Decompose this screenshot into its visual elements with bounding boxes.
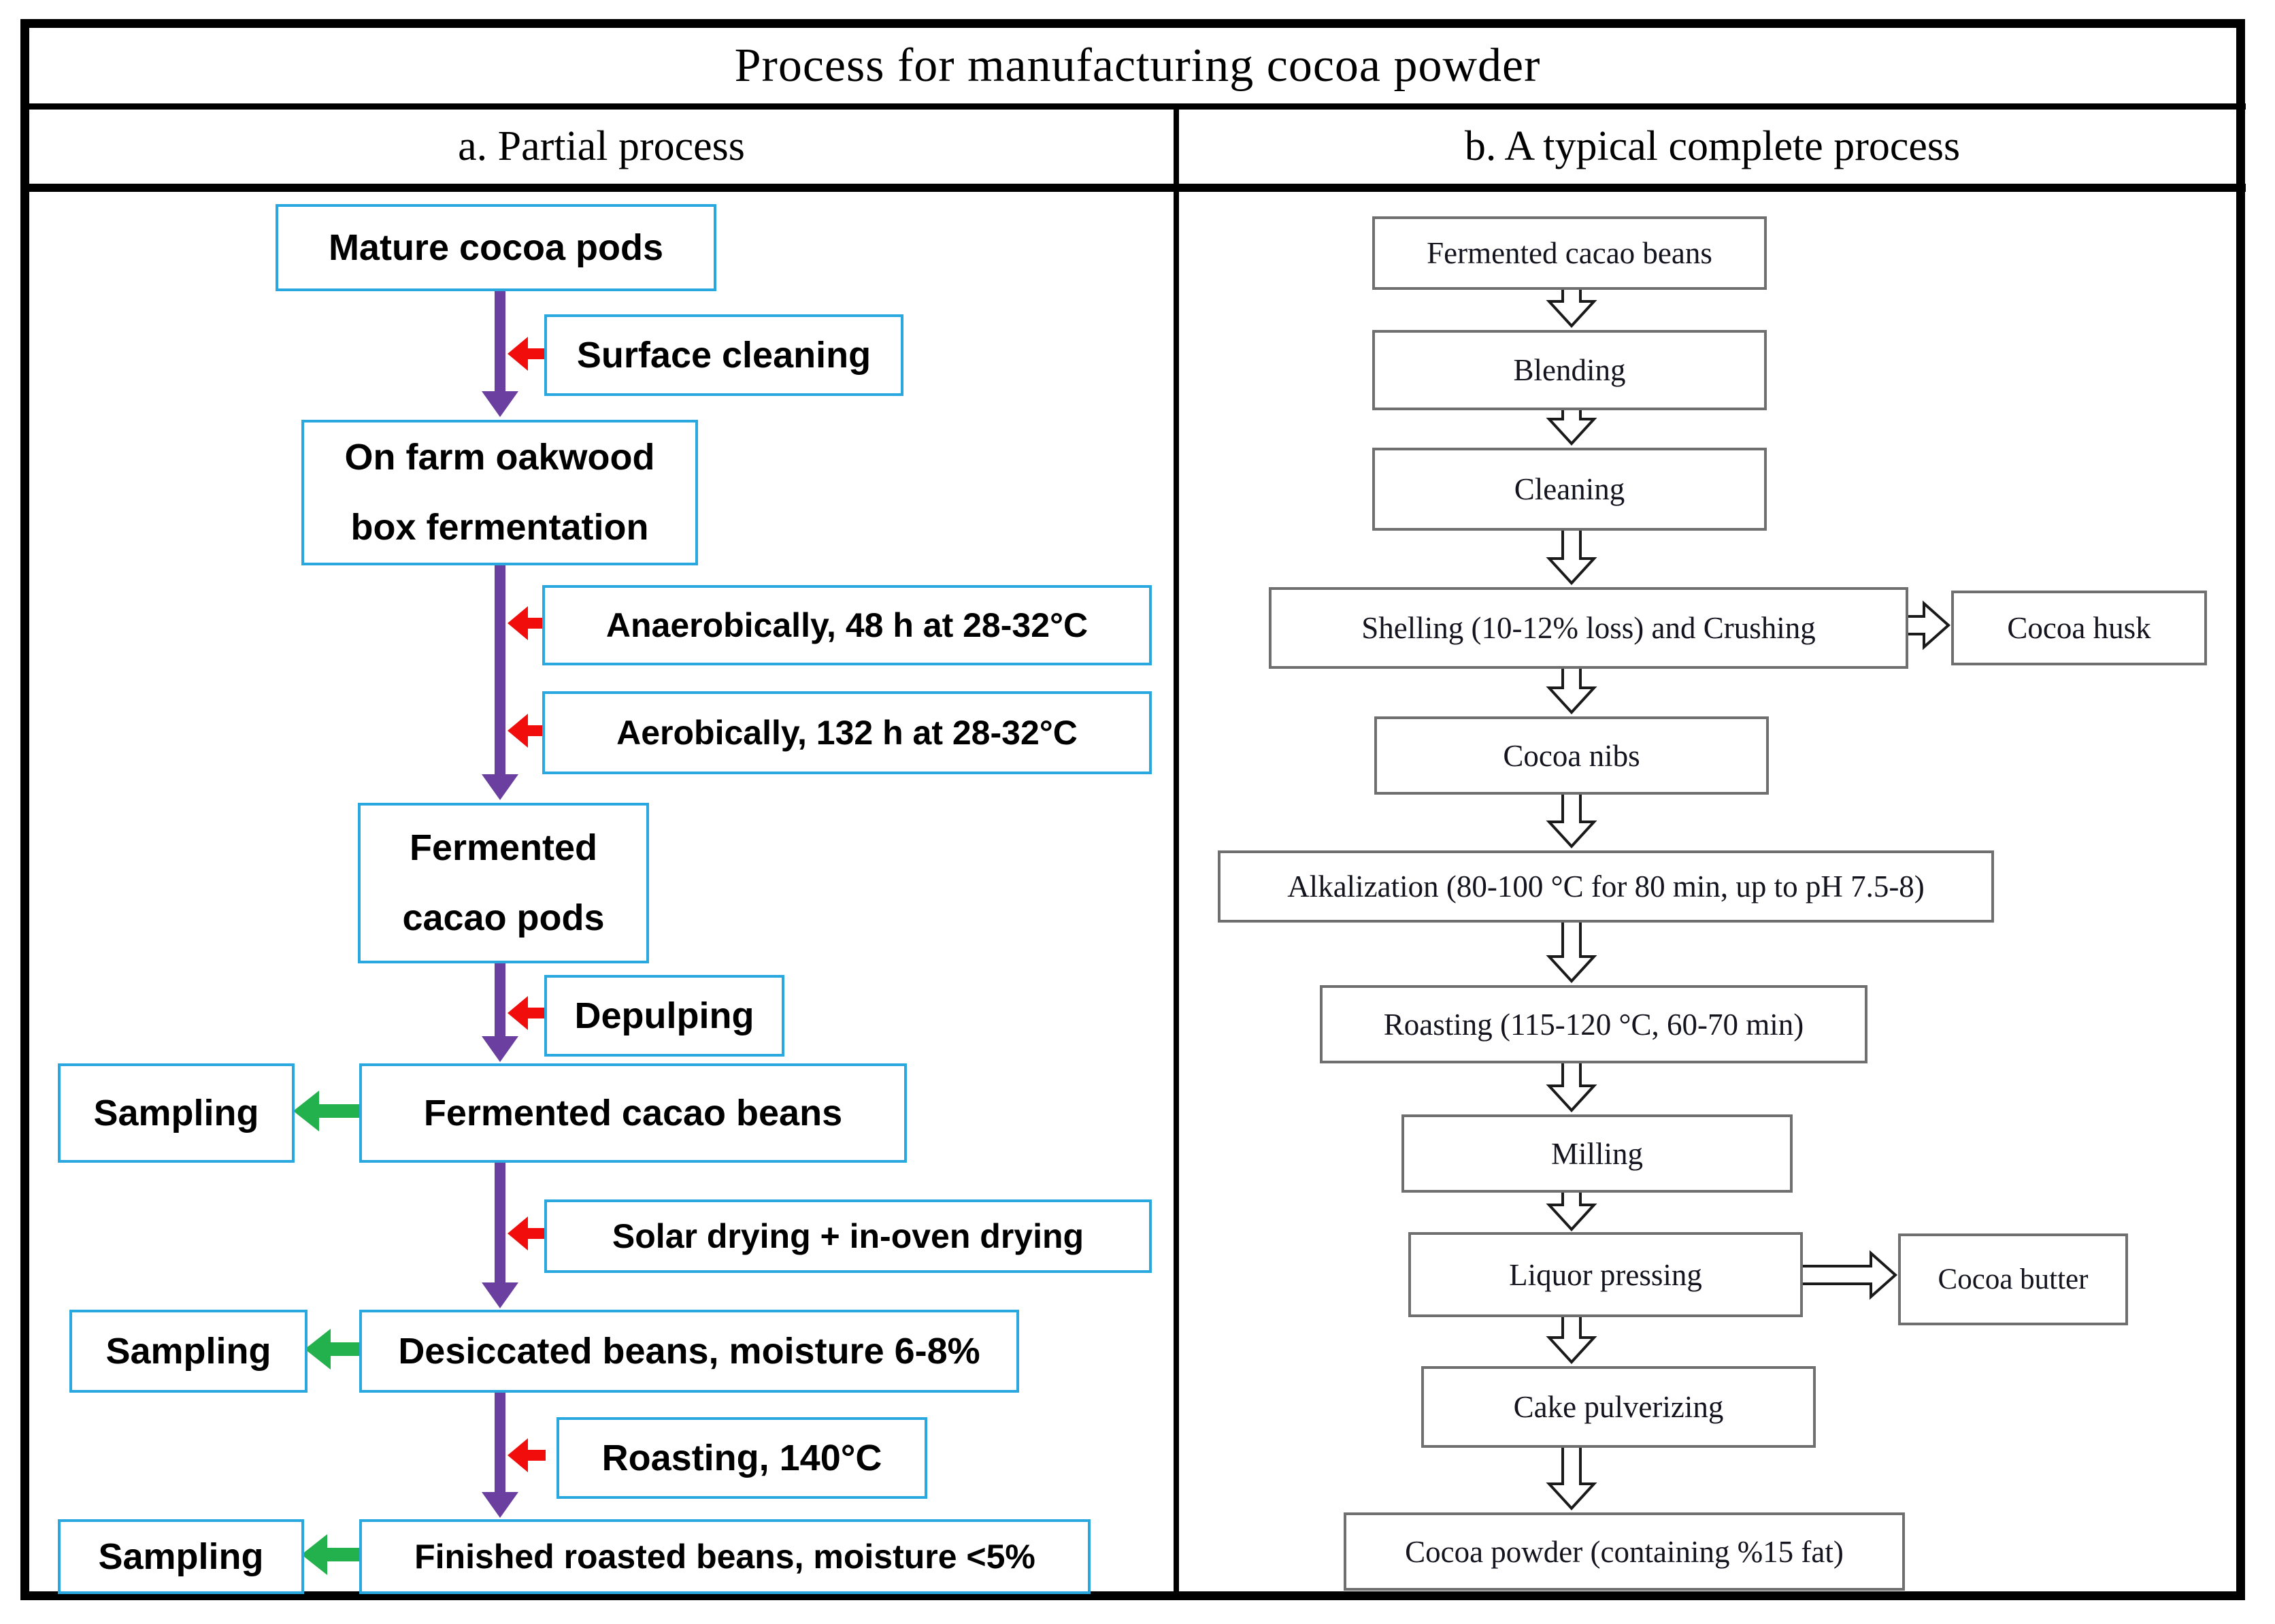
box-solar-drying: Solar drying + in-oven drying (544, 1199, 1152, 1273)
box-b-cleaning: Cleaning (1372, 448, 1767, 531)
input-arrow-aerobic (508, 714, 546, 748)
hollow-arrow-down-10 (1546, 1445, 1597, 1510)
box-sampling-3: Sampling (58, 1519, 304, 1594)
hollow-arrow-down-8 (1546, 1189, 1597, 1231)
hollow-arrow-down-2 (1546, 408, 1597, 446)
input-arrow-depulping (508, 996, 546, 1030)
input-arrow-anaerobic (508, 606, 546, 640)
flow-arrow-down-4 (482, 1159, 518, 1308)
box-sampling-2: Sampling (69, 1310, 308, 1393)
hollow-arrow-down-9 (1546, 1314, 1597, 1364)
box-b-cocoa-husk: Cocoa husk (1951, 591, 2207, 665)
figure-title: Process for manufacturing cocoa powder (734, 39, 1541, 92)
panel-a-header: a. Partial process (458, 123, 745, 169)
box-anaerobically: Anaerobically, 48 h at 28-32°C (542, 585, 1152, 665)
box-fermented-cacao-beans: Fermented cacao beans (359, 1063, 907, 1163)
onfarm-line-1: On farm oakwood (344, 437, 655, 478)
box-b-roasting: Roasting (115-120 °C, 60-70 min) (1320, 985, 1867, 1063)
box-b-liquor-pressing: Liquor pressing (1408, 1232, 1803, 1317)
box-roasting-140: Roasting, 140°C (557, 1417, 927, 1499)
hollow-arrow-down-3 (1546, 528, 1597, 585)
box-sampling-1: Sampling (58, 1063, 295, 1163)
input-arrow-surface-cleaning (508, 337, 546, 371)
onfarm-line-2: box fermentation (350, 507, 649, 548)
box-fermented-cacao-pods: Fermented cacao pods (358, 803, 649, 963)
row-separator-2 (29, 184, 2246, 192)
input-arrow-solar-drying (508, 1216, 546, 1250)
fermented-pods-line-2: cacao pods (402, 897, 605, 938)
box-onfarm-fermentation: On farm oakwood box fermentation (301, 420, 698, 565)
box-depulping: Depulping (544, 975, 784, 1057)
box-b-cocoa-butter: Cocoa butter (1898, 1233, 2128, 1325)
box-b-alkalization: Alkalization (80-100 °C for 80 min, up t… (1218, 850, 1994, 923)
flow-arrow-down-2 (482, 563, 518, 800)
box-b-cocoa-powder: Cocoa powder (containing %15 fat) (1344, 1512, 1905, 1591)
box-surface-cleaning: Surface cleaning (544, 314, 903, 396)
box-b-milling: Milling (1401, 1114, 1793, 1193)
box-aerobically: Aerobically, 132 h at 28-32°C (542, 691, 1152, 774)
hollow-arrow-down-1 (1546, 287, 1597, 328)
hollow-arrow-down-6 (1546, 920, 1597, 983)
flow-arrow-down-3 (482, 960, 518, 1062)
hollow-arrow-down-7 (1546, 1061, 1597, 1112)
row-separator-1 (29, 103, 2246, 110)
flow-arrow-down-5 (482, 1390, 518, 1518)
box-b-fermented-cacao-beans: Fermented cacao beans (1372, 216, 1767, 290)
box-mature-cocoa-pods: Mature cocoa pods (276, 204, 716, 291)
column-divider (1174, 103, 1179, 1591)
box-b-cocoa-nibs: Cocoa nibs (1374, 716, 1769, 795)
flow-arrow-down-1 (482, 286, 518, 774)
box-desiccated-beans: Desiccated beans, moisture 6-8% (359, 1310, 1019, 1393)
input-arrow-roasting (508, 1438, 546, 1472)
hollow-arrow-down-4 (1546, 666, 1597, 714)
box-finished-roasted-beans: Finished roasted beans, moisture <5% (359, 1519, 1091, 1594)
sampling-arrow-2 (305, 1329, 361, 1370)
hollow-arrow-down-5 (1546, 792, 1597, 848)
box-b-blending: Blending (1372, 330, 1767, 410)
sampling-arrow-1 (293, 1091, 361, 1131)
panel-b-header: b. A typical complete process (1464, 123, 1961, 169)
hollow-arrow-right-cocoa-husk (1904, 600, 1951, 650)
box-b-shelling-crushing: Shelling (10-12% loss) and Crushing (1269, 587, 1908, 669)
box-b-cake-pulverizing: Cake pulverizing (1421, 1366, 1816, 1448)
hollow-arrow-right-cocoa-butter (1799, 1250, 1898, 1300)
fermented-pods-line-1: Fermented (409, 827, 598, 869)
sampling-arrow-3 (301, 1534, 361, 1575)
